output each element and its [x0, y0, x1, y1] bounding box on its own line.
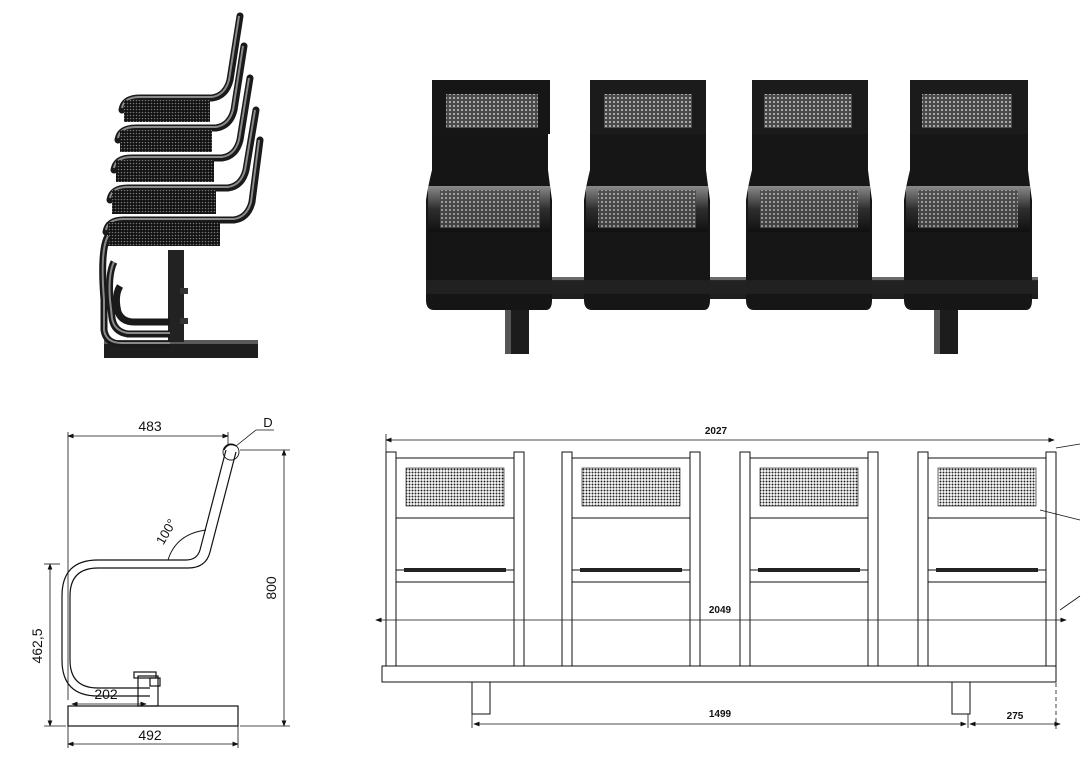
render-seat-3: [746, 80, 872, 310]
detail-mark-d: D: [263, 415, 272, 430]
render-seat-4: [904, 80, 1032, 310]
front-dimension-lines: [375, 434, 1081, 730]
dim-overall-length: 2049: [709, 605, 732, 616]
dim-seat-depth: 483: [138, 418, 162, 434]
side-dimension-lines: [44, 429, 290, 748]
dim-foot-spacing: 1499: [709, 709, 732, 720]
side-perspective-render: [99, 12, 264, 358]
dim-overall-height: 800: [263, 576, 279, 600]
side-dimension-labels: 483 D 100° 462,5 800 202 492: [29, 415, 279, 743]
dim-seat-span: 2027: [705, 426, 728, 437]
render-seat-1: [426, 80, 552, 310]
front-perspective-render: [426, 80, 1038, 354]
front-dimension-labels: 2027 2049 1499 275: [705, 426, 1024, 722]
dim-seat-height: 462,5: [29, 628, 45, 663]
dim-end-overhang: 275: [1007, 711, 1024, 722]
front-drawing-perforations: [404, 467, 1038, 572]
dim-back-angle: 100°: [153, 516, 179, 547]
dim-base-length: 492: [138, 727, 162, 743]
side-technical-drawing: [61, 443, 240, 727]
dim-base-offset: 202: [94, 686, 118, 702]
render-seat-2: [584, 80, 710, 310]
